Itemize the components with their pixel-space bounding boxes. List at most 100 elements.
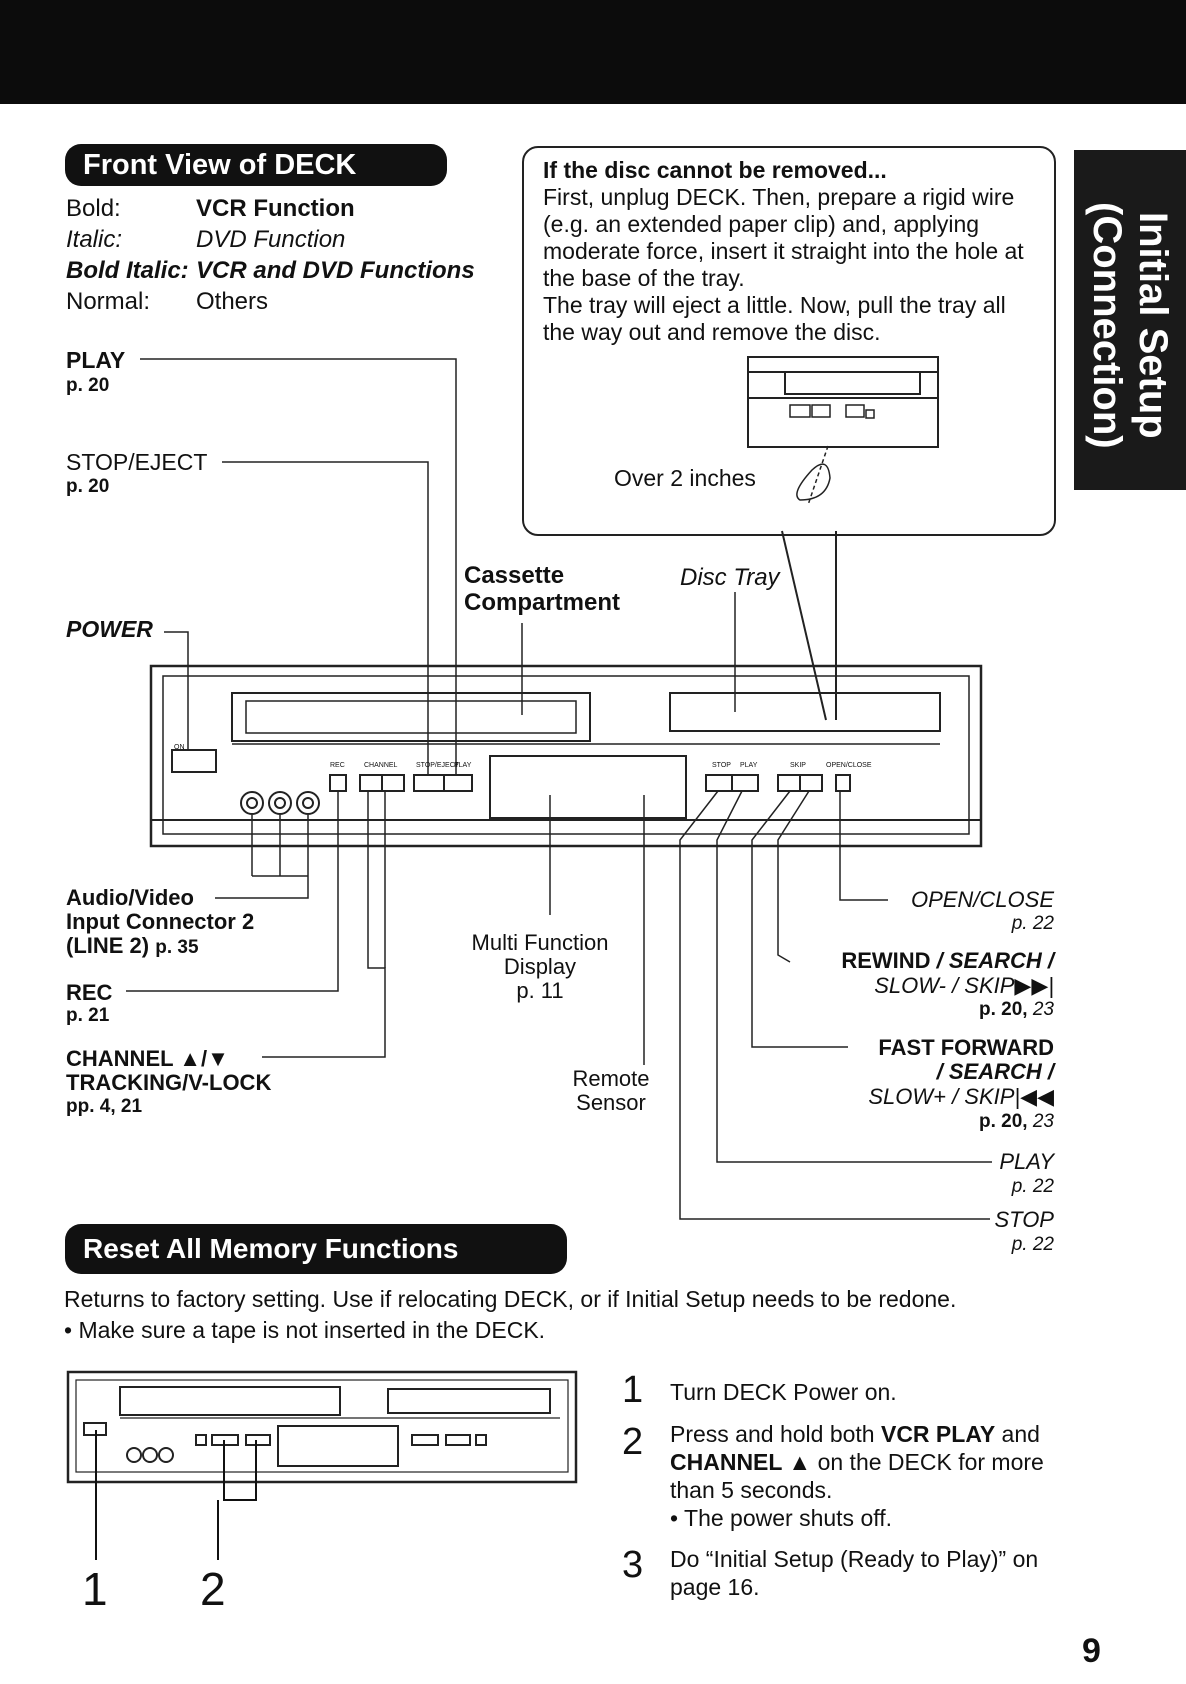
callout-av-line1: Audio/Video <box>66 885 194 910</box>
callout-rewind-page-bold: p. 20, <box>979 999 1028 1020</box>
page-number: 9 <box>1082 1632 1101 1670</box>
step-2-text: Press and hold both VCR PLAY and CHANNEL… <box>670 1420 1090 1532</box>
callout-rewind-page-italic: 23 <box>1027 999 1054 1020</box>
mini-deck-body <box>66 1370 578 1484</box>
front-view-title: Front View of DECK <box>65 144 447 186</box>
callout-open-close: OPEN/CLOSE <box>910 887 1054 912</box>
callout-rewind: REWIND / SEARCH / <box>841 949 1054 973</box>
callout-sensor-line2: Sensor <box>576 1090 646 1115</box>
callout-rec: REC <box>66 980 113 1005</box>
callout-display-page: p. 11 <box>516 978 564 1003</box>
step-2-bold1: VCR PLAY <box>880 1421 996 1447</box>
callout-ff: FAST FORWARD <box>878 1035 1054 1060</box>
callout-remote-sensor: Remote Sensor <box>566 1067 656 1115</box>
callout-rewind-line2: SLOW- / SKIP▶▶| <box>874 973 1054 998</box>
callout-open-close-page: p. 22 <box>1011 913 1054 934</box>
legend-value-italic: DVD Function <box>196 226 346 253</box>
disc-note-body2: The tray will eject a little. Now, pull … <box>543 292 1006 345</box>
deck-body <box>149 664 983 848</box>
header-bar <box>0 0 1186 104</box>
cassette-slot <box>231 692 591 742</box>
legend-key-bold: Bold: <box>66 195 121 222</box>
legend-value-normal: Others <box>196 288 269 315</box>
deck-label-power: ON <box>174 744 185 751</box>
callout-display-line1: Multi Function <box>471 930 609 955</box>
deck-label-stop2: STOP <box>712 762 731 769</box>
callout-av-line3: (LINE 2) p. 35 <box>66 934 199 960</box>
reset-bullet: • Make sure a tape is not inserted in th… <box>64 1317 546 1343</box>
disc-tray-slot <box>669 692 941 732</box>
callout-display-line2: Display <box>503 954 577 979</box>
section-tab-line2: (Connection) <box>1085 201 1129 449</box>
callout-channel-line1: CHANNEL ▲/▼ <box>66 1046 229 1071</box>
section-tab-line1: Initial Setup <box>1131 211 1175 439</box>
callout-channel-line2: TRACKING/V-LOCK <box>66 1070 272 1095</box>
callout-ff-italic: / SEARCH / <box>936 1059 1054 1084</box>
legend-key-italic: Italic: <box>66 226 123 253</box>
callout-ff-line2: SLOW+ / SKIP|◀◀ <box>868 1084 1054 1109</box>
callout-av-page: p. 35 <box>155 937 199 958</box>
callout-cassette-line1: Cassette <box>464 562 565 589</box>
step-1-text: Turn DECK Power on. <box>670 1379 897 1405</box>
callout-channel-page: pp. 4, 21 <box>66 1096 143 1117</box>
callout-play-vcr-page: p. 20 <box>66 375 110 396</box>
deck-label-stop-eject: STOP/EJECT <box>416 762 460 769</box>
section-tab-label: Initial Setup (Connection) <box>1085 190 1176 460</box>
callout-av-line2: Input Connector 2 <box>66 909 255 934</box>
step-3-text: Do “Initial Setup (Ready to Play)” on pa… <box>670 1546 1039 1600</box>
callout-sensor-line1: Remote <box>572 1066 650 1091</box>
callout-av-line3-text: (LINE 2) <box>66 933 150 958</box>
callout-stop-eject-page: p. 20 <box>66 476 110 497</box>
deck-rec-button <box>329 774 347 792</box>
callout-cassette-line2: Compartment <box>464 589 621 616</box>
legend-key-normal: Normal: <box>66 288 151 315</box>
callout-ff-page-bold: p. 20, <box>979 1111 1028 1132</box>
deck-label-play2: PLAY <box>740 762 758 769</box>
deck-display <box>489 755 687 819</box>
callout-rewind-italic: / SEARCH / <box>930 948 1054 973</box>
callout-rewind-bold: REWIND <box>841 948 931 973</box>
step-2-number: 2 <box>622 1421 644 1463</box>
deck-label-channel: CHANNEL <box>364 762 398 769</box>
step-2-pre: Press and hold both <box>670 1421 881 1447</box>
callout-power: POWER <box>66 616 153 642</box>
reset-title: Reset All Memory Functions <box>65 1224 567 1274</box>
step-2-bold2: CHANNEL ▲ <box>670 1449 812 1475</box>
callout-ff-page-italic: 23 <box>1027 1111 1054 1132</box>
deck-label-rec: REC <box>330 762 345 769</box>
deck-label-open-close: OPEN/CLOSE <box>826 762 872 769</box>
legend-key-bold-italic: Bold Italic: <box>66 257 189 284</box>
inset-deck-outline <box>747 356 939 448</box>
disc-note-text: If the disc cannot be removed... First, … <box>543 157 1043 346</box>
callout-ff-page: p. 20, 23 <box>979 1110 1054 1134</box>
disc-note-heading: If the disc cannot be removed... <box>543 157 887 183</box>
inset-disc-tray <box>784 371 921 395</box>
callout-stop-dvd-page: p. 22 <box>1011 1234 1054 1255</box>
step-2-mid: and <box>995 1421 1040 1447</box>
callout-rewind-page: p. 20, 23 <box>979 998 1054 1022</box>
callout-stop-eject: STOP/EJECT <box>66 449 208 475</box>
deck-label-play: PLAY <box>454 762 472 769</box>
deck-power-button <box>171 749 217 773</box>
section-tab <box>1074 150 1186 490</box>
legend-value-bold: VCR Function <box>196 195 355 222</box>
disc-note-body: First, unplug DECK. Then, prepare a rigi… <box>543 184 1024 291</box>
deck-label-skip: SKIP <box>790 762 806 769</box>
reset-intro: Returns to factory setting. Use if reloc… <box>64 1286 957 1312</box>
callout-play-dvd: PLAY <box>999 1149 1054 1174</box>
callout-display: Multi Function Display p. 11 <box>460 931 620 1003</box>
callout-stop-dvd: STOP <box>994 1207 1054 1232</box>
step-2-post: on the DECK for more than 5 seconds. <box>670 1449 1044 1503</box>
callout-play-vcr: PLAY <box>66 347 126 373</box>
step-1-number: 1 <box>622 1369 644 1411</box>
callout-play-dvd-page: p. 22 <box>1011 1176 1054 1197</box>
reset-callout-2: 2 <box>200 1563 226 1615</box>
callout-disc-tray: Disc Tray <box>680 564 780 591</box>
legend-value-bold-italic: VCR and DVD Functions <box>196 257 475 284</box>
disc-note-box <box>522 146 1056 536</box>
step-3-number: 3 <box>622 1544 644 1586</box>
step-2-sub: • The power shuts off. <box>670 1505 892 1531</box>
callout-rec-page: p. 21 <box>66 1005 110 1026</box>
distance-label: Over 2 inches <box>614 465 756 491</box>
